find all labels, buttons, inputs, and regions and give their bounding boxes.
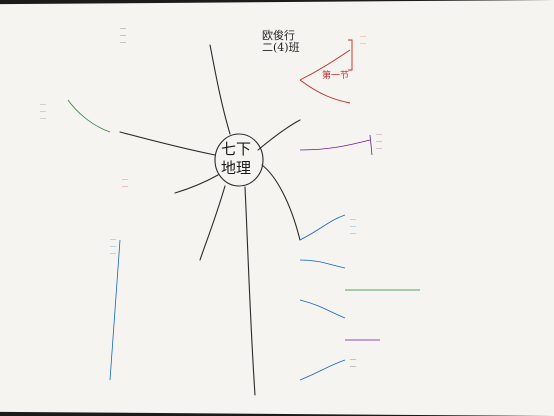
branch-right: [261, 164, 301, 241]
note-line: …: [110, 249, 116, 257]
author-info: 欧俊行 二(4)班: [262, 29, 300, 55]
author-name: 欧俊行: [262, 29, 295, 42]
author-class: 二(4)班: [262, 41, 300, 55]
center-topic-line: 地理: [220, 158, 251, 177]
note-line: …: [350, 362, 356, 370]
note-line: …: [110, 242, 116, 250]
note-line: …: [360, 32, 366, 39]
note-block-right: … … …: [376, 130, 382, 152]
note-line: …: [40, 114, 46, 122]
center-circle: [214, 133, 264, 187]
note-block-left-mid: … …: [122, 175, 128, 189]
note-line: …: [376, 144, 382, 152]
note-line: …: [350, 215, 356, 222]
note-line: …: [122, 175, 128, 182]
note-line: …: [360, 39, 366, 47]
note-line: …: [350, 222, 356, 230]
branch-left-lower: [174, 174, 219, 194]
note-line: …: [350, 229, 356, 237]
note-line: …: [40, 107, 46, 115]
note-line: …: [350, 355, 356, 362]
note-block-bottom-left: … … …: [110, 235, 116, 257]
branch-lower: [244, 186, 256, 396]
branch-lower-left: [199, 185, 226, 261]
note-line: …: [40, 100, 46, 107]
note-line: …: [376, 137, 382, 145]
note-line: …: [120, 24, 126, 31]
note-line: …: [110, 235, 116, 242]
section-heading-text: 第一节: [322, 71, 350, 81]
section-heading: 第一节: [322, 71, 350, 82]
note-line: …: [376, 130, 382, 137]
note-block-top-right: … …: [360, 32, 366, 46]
note-line: …: [120, 31, 126, 39]
note-block-top-left: … … …: [120, 24, 126, 46]
note-line: …: [122, 182, 128, 190]
branch-upper-left: [209, 44, 231, 135]
note-block-right-lower: … … …: [350, 215, 356, 237]
note-line: …: [120, 38, 126, 46]
note-block-left: … … …: [40, 100, 46, 122]
note-block-bottom-right: … …: [350, 355, 356, 369]
center-topic: 七下 地理: [212, 140, 260, 178]
branch-left: [119, 131, 216, 156]
branch-upper-right: [257, 119, 301, 151]
center-topic-line: 七下: [220, 140, 251, 158]
